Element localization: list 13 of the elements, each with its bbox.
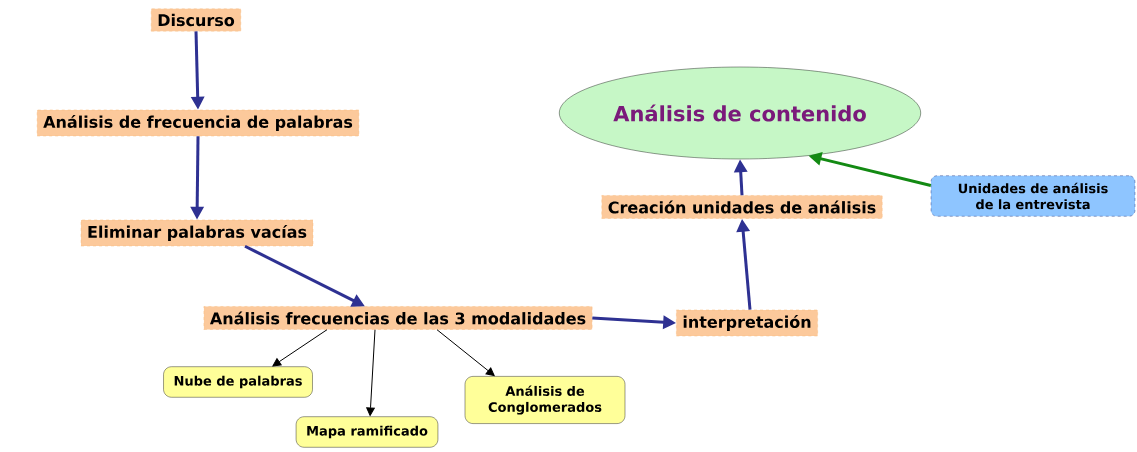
step-box: Análisis frecuencias de las 3 modalidades xyxy=(203,306,593,330)
step-box: Creación unidades de análisis xyxy=(601,195,883,219)
arrow xyxy=(272,329,328,367)
step-box: Análisis de frecuencia de palabras xyxy=(36,109,360,137)
step-box: Eliminar palabras vacías xyxy=(80,219,314,247)
result-box: Análisis de Conglomerados xyxy=(464,376,626,424)
step-box: interpretación xyxy=(676,309,818,337)
step-box: Discurso xyxy=(151,8,241,32)
result-box: Mapa ramificado xyxy=(295,416,439,448)
result-box: Nube de palabras xyxy=(163,366,313,398)
arrow xyxy=(366,329,376,416)
source-box: Unidades de análisis de la entrevista xyxy=(930,175,1136,217)
arrow xyxy=(436,329,495,376)
